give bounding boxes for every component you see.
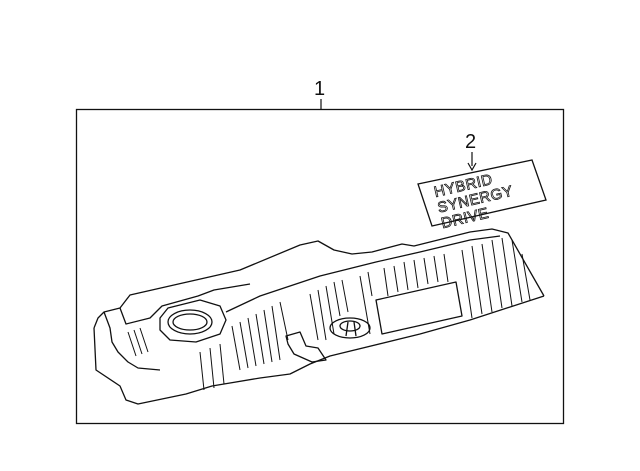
oil-filler-cap-inner xyxy=(172,313,208,331)
engine-cover-left-ridge xyxy=(119,283,251,325)
engine-cover-top-edge xyxy=(93,228,545,329)
brand-logo-inner xyxy=(339,320,361,332)
callout-2-label[interactable]: 2 xyxy=(465,131,476,153)
brand-logo xyxy=(329,317,371,339)
emblem-outline xyxy=(417,159,547,227)
assembly-frame xyxy=(75,108,565,425)
mounting-tab xyxy=(285,331,327,363)
engine-cover-ribs xyxy=(127,237,531,391)
filler-boss xyxy=(159,299,227,343)
engine-cover-bottom-edge xyxy=(93,295,545,405)
nameplate-recess xyxy=(375,281,463,335)
engine-cover[interactable] xyxy=(93,228,545,405)
engine-cover-ridge-line xyxy=(225,235,501,313)
hybrid-synergy-drive-emblem[interactable]: HYBRID SYNERGY DRIVE xyxy=(417,159,547,233)
oil-filler-cap xyxy=(167,309,213,335)
engine-cover-left-face xyxy=(103,311,161,371)
brand-logo-stem xyxy=(345,321,357,337)
callout-1-label[interactable]: 1 xyxy=(314,78,325,100)
callout-2-arrowhead xyxy=(467,162,477,172)
